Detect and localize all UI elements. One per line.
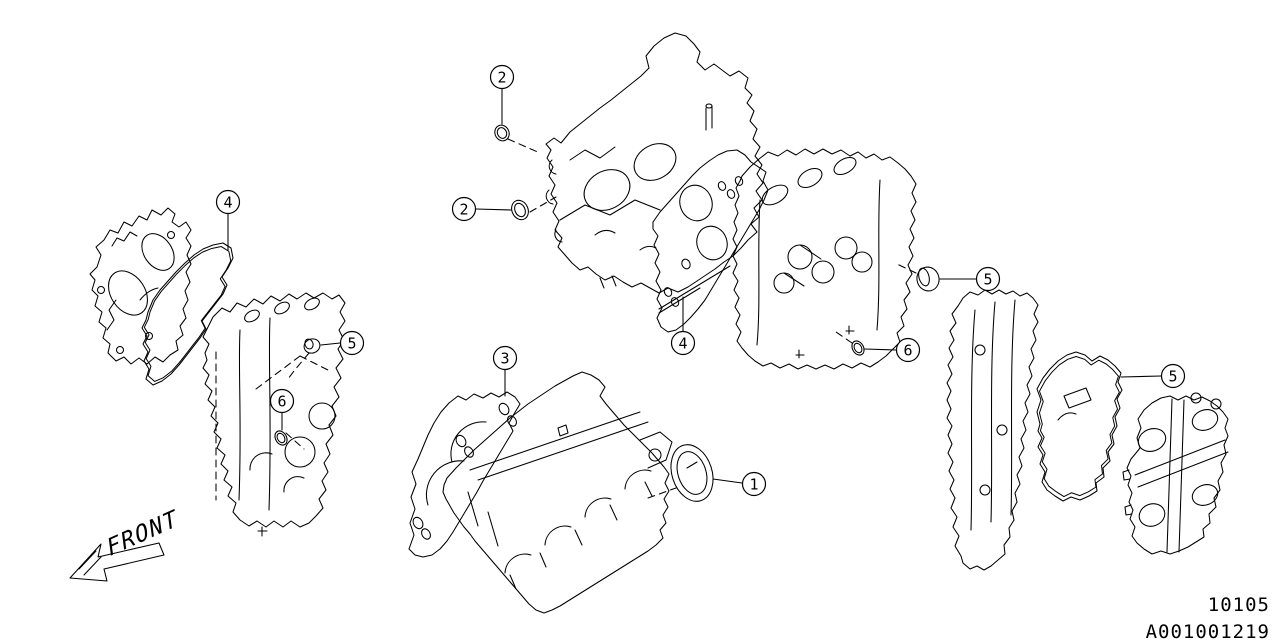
figure-number: 10105 [1208, 594, 1270, 616]
callout-label: 5 [983, 271, 992, 289]
callout-label: 5 [1168, 368, 1177, 386]
front-arrow-icon [69, 542, 165, 582]
lh-cam-plug [303, 338, 321, 354]
callout-label: 6 [903, 342, 912, 360]
rh-oil-o-ring [851, 340, 865, 356]
callout-crankshaft-oil-seal: 1 [741, 471, 767, 497]
callout-rh-valve-cover-gasket: 5 [1160, 363, 1186, 389]
callout-label: 4 [678, 335, 687, 353]
callout-cylinder-block-gasket: 3 [492, 345, 518, 371]
rh-cylinder-head [732, 148, 917, 370]
rh-valve-cover-gasket [1036, 351, 1123, 502]
callout-o-ring-upper: 2 [489, 64, 515, 90]
cylinder-block-gasket [408, 391, 521, 558]
rh-cam-plug [916, 266, 940, 292]
front-indicator: FRONT [69, 506, 182, 582]
callout-o-ring-lower: 2 [451, 196, 477, 222]
leader-lines [227, 88, 1162, 499]
o-ring-upper [494, 124, 510, 142]
callout-label: 3 [500, 350, 509, 368]
lh-cylinder-block [545, 32, 764, 294]
drawing-code: A001001219 [1146, 621, 1270, 640]
rh-head-gasket [652, 149, 769, 333]
rh-valve-cover [1122, 392, 1229, 555]
callout-label: 4 [223, 194, 232, 212]
lh-cylinder-head [202, 292, 346, 537]
callout-label: 1 [749, 476, 758, 494]
o-ring-lower [511, 199, 529, 221]
rh-cylinder-block [442, 371, 673, 614]
callout-rh-head-gasket: 4 [670, 330, 696, 356]
callout-rh-oil-o-ring: 6 [895, 337, 921, 363]
callout-rh-cam-plug: 5 [975, 266, 1001, 292]
callout-label: 2 [459, 201, 468, 219]
lh-oil-o-ring [274, 430, 288, 446]
callout-label: 5 [347, 335, 356, 353]
callout-lh-cam-plug: 5 [339, 330, 365, 356]
crankshaft-oil-seal [670, 444, 714, 502]
callout-label: 2 [497, 69, 506, 87]
callout-lh-valve-cover-gasket: 4 [215, 189, 241, 215]
lh-valve-cover [89, 207, 192, 365]
rh-cam-carrier [946, 289, 1039, 571]
front-label: FRONT [104, 506, 182, 562]
lh-valve-cover-gasket [141, 242, 234, 386]
callout-lh-oil-o-ring: 6 [269, 388, 295, 414]
callout-label: 6 [277, 393, 286, 411]
